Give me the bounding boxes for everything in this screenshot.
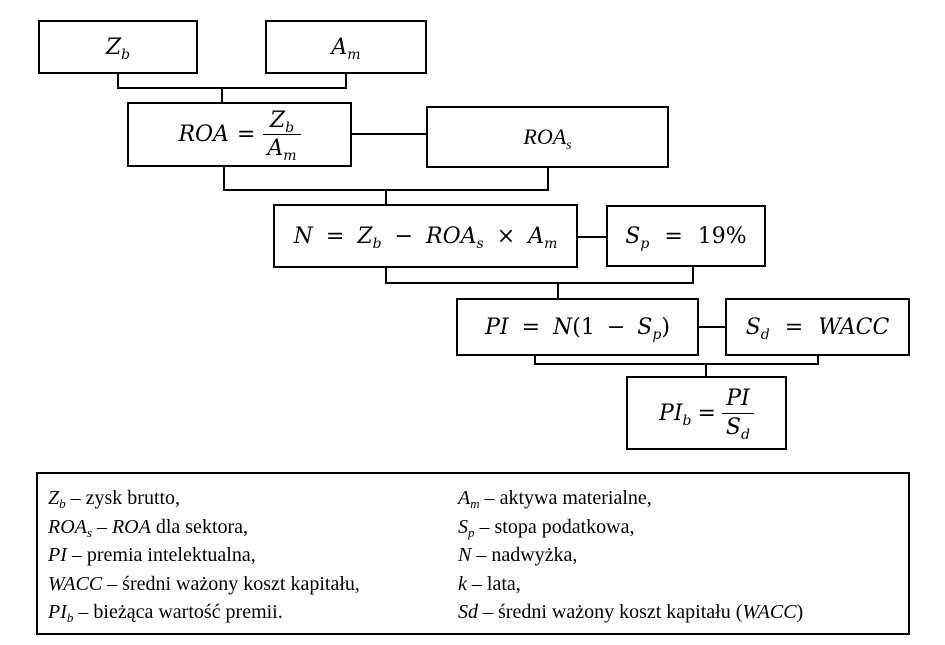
- am-symbol: Am: [331, 34, 361, 63]
- legend-item-zb: Zb – zysk brutto,: [48, 487, 181, 511]
- pib-fraction: PI Sd: [721, 386, 754, 442]
- legend-item-pib: PIb – bieżąca wartość premii.: [48, 601, 283, 625]
- n-formula: N = Zb − ROAs × Am: [293, 223, 558, 252]
- sd-box: Sd = WACC: [725, 298, 910, 356]
- connector-pi-sd-bottom: [534, 355, 819, 365]
- roa-equals: =: [236, 122, 256, 147]
- roa-fraction: Zb Am: [263, 107, 301, 163]
- roas-symbol: ROAs: [523, 124, 572, 153]
- legend-item-sd: Sd – średni ważony koszt kapitału (WACC): [458, 601, 804, 623]
- pib-formula-box: PIb = PI Sd: [626, 376, 787, 450]
- n-formula-box: N = Zb − ROAs × Am: [273, 204, 578, 268]
- zb-box: Zb: [38, 20, 198, 74]
- legend-item-wacc: WACC – średni ważony koszt kapitału,: [48, 572, 360, 595]
- legend-item-k: k – lata,: [458, 572, 521, 595]
- legend-item-n: N – nadwyżka,: [458, 544, 578, 566]
- connector-lines: [117, 73, 819, 377]
- sp-formula: Sp = 19%: [625, 223, 747, 252]
- pib-equals: =: [697, 400, 716, 426]
- sd-formula: Sd = WACC: [745, 314, 890, 343]
- pi-formula-box: PI = N(1 − Sp): [456, 298, 699, 356]
- pi-formula: PI = N(1 − Sp): [485, 314, 670, 343]
- roas-box: ROAs: [426, 106, 669, 168]
- legend-item-am: Am – aktywa materialne,: [458, 487, 652, 511]
- roa-numerator: Zb: [269, 107, 295, 136]
- legend-right-column: Am – aktywa materialne, Sp – stopa podat…: [458, 484, 803, 627]
- roa-lhs: ROA: [178, 122, 229, 147]
- pib-denominator: Sd: [721, 412, 754, 442]
- pib-lhs: PIb: [659, 400, 692, 429]
- roa-formula-box: ROA = Zb Am: [127, 102, 352, 167]
- sp-box: Sp = 19%: [606, 205, 766, 267]
- zb-symbol: Zb: [105, 34, 131, 63]
- pib-numerator: PI: [726, 386, 750, 412]
- legend-item-roas: ROAs – ROA dla sektora,: [48, 515, 249, 540]
- connector-roa-roas-bottom: [223, 166, 549, 191]
- legend-left-column: Zb – zysk brutto, ROAs – ROA dla sektora…: [48, 484, 360, 627]
- legend-item-pi: PI – premia intelektualna,: [48, 544, 256, 566]
- am-box: Am: [265, 20, 427, 74]
- roa-denominator: Am: [263, 134, 301, 163]
- legend-item-sp: Sp – stopa podatkowa,: [458, 515, 635, 540]
- connector-zb-am: [117, 73, 347, 89]
- connector-n-sp-bottom: [385, 266, 694, 284]
- legend-box: Zb – zysk brutto, ROAs – ROA dla sektora…: [36, 472, 910, 635]
